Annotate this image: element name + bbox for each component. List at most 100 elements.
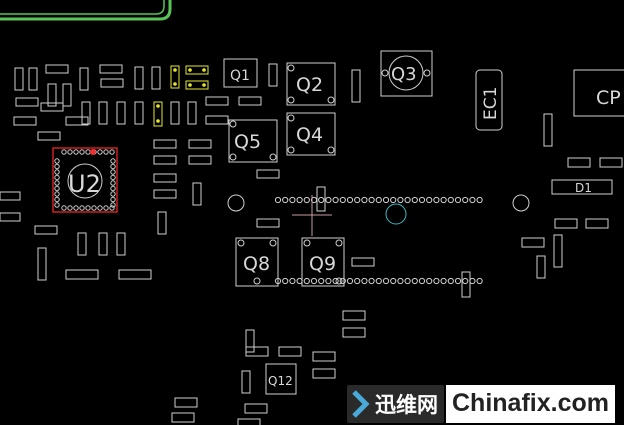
mount-hole-teal — [385, 203, 407, 225]
pad — [97, 205, 103, 211]
connector-pin-row — [274, 196, 483, 204]
pad — [462, 277, 469, 285]
pad — [397, 196, 404, 204]
pad — [339, 196, 346, 204]
pad — [110, 174, 116, 181]
q8-label: Q8 — [243, 253, 270, 275]
board-edge-trace — [0, 0, 172, 21]
q9-outline — [301, 237, 345, 287]
pad — [110, 196, 116, 203]
pad — [109, 205, 115, 211]
pad — [282, 277, 289, 285]
pad — [318, 277, 325, 285]
pad — [368, 277, 375, 285]
pad — [476, 277, 483, 285]
pad — [310, 196, 318, 204]
pad — [289, 196, 296, 204]
pad — [469, 277, 476, 285]
connector-pin-row-2 — [274, 277, 483, 285]
pad — [375, 196, 382, 204]
watermark-cn-text: 迅维网 — [375, 392, 438, 417]
chinafix-watermark: 迅维网 Chinafix.com — [347, 382, 624, 425]
pad — [54, 191, 60, 197]
pad — [325, 196, 332, 204]
pad — [390, 196, 397, 204]
watermark-en-text: Chinafix.com — [452, 389, 609, 417]
q1-label: Q1 — [230, 68, 250, 84]
pad — [296, 196, 303, 204]
pad — [274, 196, 282, 204]
pad — [382, 196, 390, 204]
pad — [73, 149, 79, 155]
pad — [404, 277, 411, 285]
pad — [67, 149, 73, 155]
pad — [54, 185, 60, 192]
pad — [368, 196, 375, 204]
q2-label: Q2 — [296, 74, 323, 96]
pad — [411, 196, 418, 204]
chevron-right-icon — [352, 389, 370, 418]
cursor-crosshair — [292, 195, 332, 236]
pad — [332, 277, 339, 285]
pad — [426, 277, 433, 285]
pad — [103, 149, 109, 155]
pad — [54, 202, 60, 208]
pad — [418, 196, 426, 204]
pad — [375, 277, 382, 285]
pad — [418, 277, 426, 285]
pad — [310, 277, 318, 285]
q12-outline — [265, 363, 297, 395]
pad — [462, 196, 469, 204]
ec1-outline — [475, 69, 503, 131]
pad — [440, 277, 447, 285]
pad — [361, 196, 368, 204]
pad — [296, 277, 303, 285]
pad — [354, 196, 361, 204]
u2-label: U2 — [68, 170, 101, 198]
mount-hole — [512, 194, 530, 212]
pad — [91, 205, 97, 211]
pad — [54, 174, 60, 181]
q5-outline — [228, 119, 278, 163]
pad — [79, 205, 85, 211]
pad — [103, 205, 109, 211]
pad — [433, 277, 440, 285]
cp-label: CP — [596, 87, 621, 109]
q8-outline — [235, 237, 279, 287]
q1-outline — [223, 58, 258, 88]
small-parts-lower — [171, 310, 366, 425]
d1-label: D1 — [575, 181, 592, 195]
pad — [110, 169, 116, 175]
q5-label: Q5 — [234, 131, 261, 153]
pad — [110, 202, 116, 208]
q2-outline — [286, 62, 336, 106]
pad — [54, 180, 60, 186]
pad — [454, 196, 462, 204]
cp-outline — [573, 69, 624, 117]
q3-label: Q3 — [391, 64, 417, 85]
ec1-label: EC1 — [481, 87, 501, 120]
q4-outline — [286, 112, 336, 156]
pad — [54, 163, 60, 170]
pad — [440, 196, 447, 204]
pad — [361, 277, 368, 285]
pad — [61, 149, 67, 155]
pad — [476, 196, 483, 204]
pad — [110, 191, 116, 197]
pad — [110, 158, 116, 164]
u2-chip-highlight — [52, 147, 118, 213]
watermark-en-panel: Chinafix.com — [446, 384, 615, 423]
selected-parts — [153, 65, 209, 127]
q12-label: Q12 — [268, 374, 293, 388]
pad — [110, 180, 116, 186]
pad — [469, 196, 476, 204]
pad — [85, 205, 91, 211]
q3-outline — [380, 50, 433, 97]
d1-outline — [551, 179, 613, 195]
pad — [54, 158, 60, 164]
pad — [85, 149, 91, 155]
q9-label: Q9 — [309, 253, 336, 275]
pad — [79, 149, 85, 155]
pad — [282, 196, 289, 204]
